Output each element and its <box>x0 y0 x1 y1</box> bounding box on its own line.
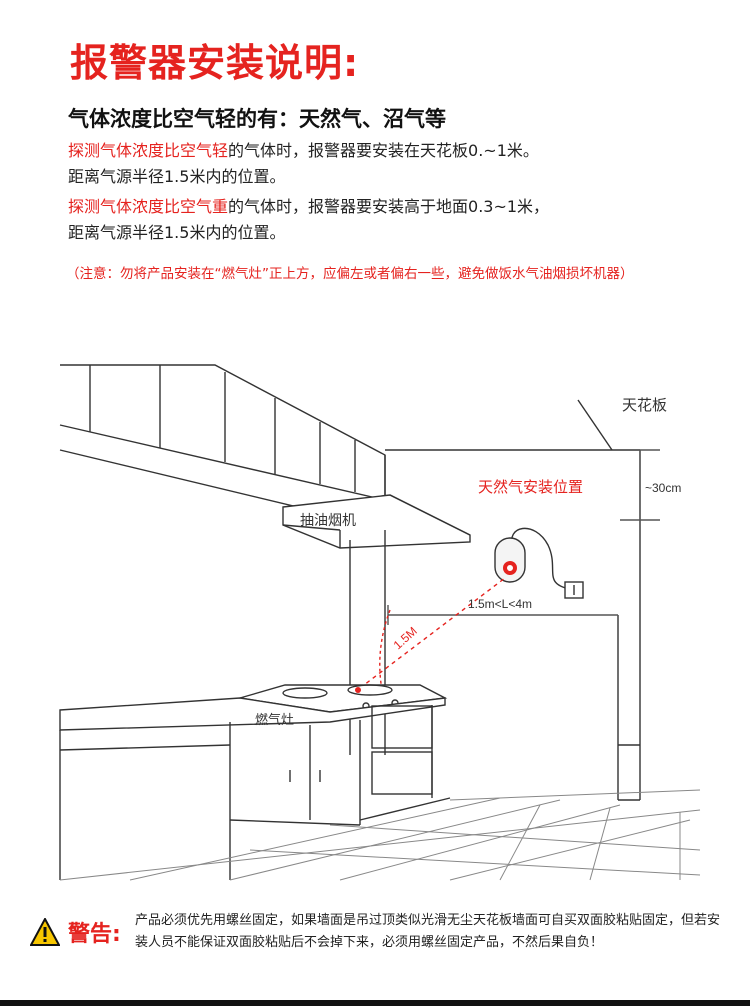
ceiling-distance-dimension <box>620 449 660 521</box>
paragraph-light-gas-text: 的气体时，报警器要安装在天花板0.~1米。 <box>228 141 539 160</box>
range-hood <box>282 494 471 755</box>
highlight-light-gas: 探测气体浓度比空气轻 <box>68 141 229 160</box>
warning-label: 警告: <box>68 922 121 947</box>
gas-alarm-device <box>494 527 584 599</box>
paragraph-heavy-gas-text: 的气体时，报警器要安装高于地面0.3~1米， <box>228 197 550 216</box>
lower-cabinets <box>59 697 451 880</box>
highlight-heavy-gas: 探测气体浓度比空气重 <box>68 197 229 216</box>
paragraph-heavy-gas-line2: 距离气源半径1.5米内的位置。 <box>68 223 286 242</box>
page-title: 报警器安装说明: <box>70 41 360 85</box>
section-subtitle: 气体浓度比空气轻的有：天然气、沼气等 <box>68 107 446 131</box>
hood-label: 抽油烟机 <box>300 512 356 528</box>
paragraph-light-gas-line2: 距离气源半径1.5米内的位置。 <box>68 167 286 186</box>
upper-cabinets <box>59 364 386 529</box>
installation-note: （注意：勿将产品安装在“燃气灶”正上方，应偏左或者偏右一些，避免做饭水气油烟损坏… <box>66 266 634 282</box>
install-position-label: 天然气安装位置 <box>478 479 583 496</box>
warning-section: 警告: 产品必须优先用螺丝固定，如果墙面是吊过顶类似光滑无尘天花板墙面可自买双面… <box>30 910 730 960</box>
paragraph-heavy-gas: 探测气体浓度比空气重的气体时，报警器要安装高于地面0.3~1米， 距离气源半径1… <box>68 194 549 246</box>
radius-indicator <box>359 577 506 691</box>
kitchen-installation-diagram: 天花板 天然气安装位置 ~30cm 1.5m<L<4m 1.5M 抽油烟机 燃气… <box>59 364 701 881</box>
paragraph-light-gas: 探测气体浓度比空气轻的气体时，报警器要安装在天花板0.~1米。 距离气源半径1.… <box>68 138 539 190</box>
stove-label: 燃气灶 <box>255 712 294 727</box>
ceiling-distance-label: ~30cm <box>645 481 681 495</box>
ceiling-label: 天花板 <box>622 396 667 414</box>
warning-triangle-icon <box>30 918 60 946</box>
warning-text: 产品必须优先用螺丝固定，如果墙面是吊过顶类似光滑无尘天花板墙面可自买双面胶粘贴固… <box>135 913 721 950</box>
range-dimension <box>387 605 618 625</box>
bottom-bar <box>0 1000 750 1006</box>
floor-tiles <box>59 789 701 881</box>
range-label: 1.5m<L<4m <box>468 597 532 611</box>
radius-label: 1.5M <box>391 624 420 652</box>
